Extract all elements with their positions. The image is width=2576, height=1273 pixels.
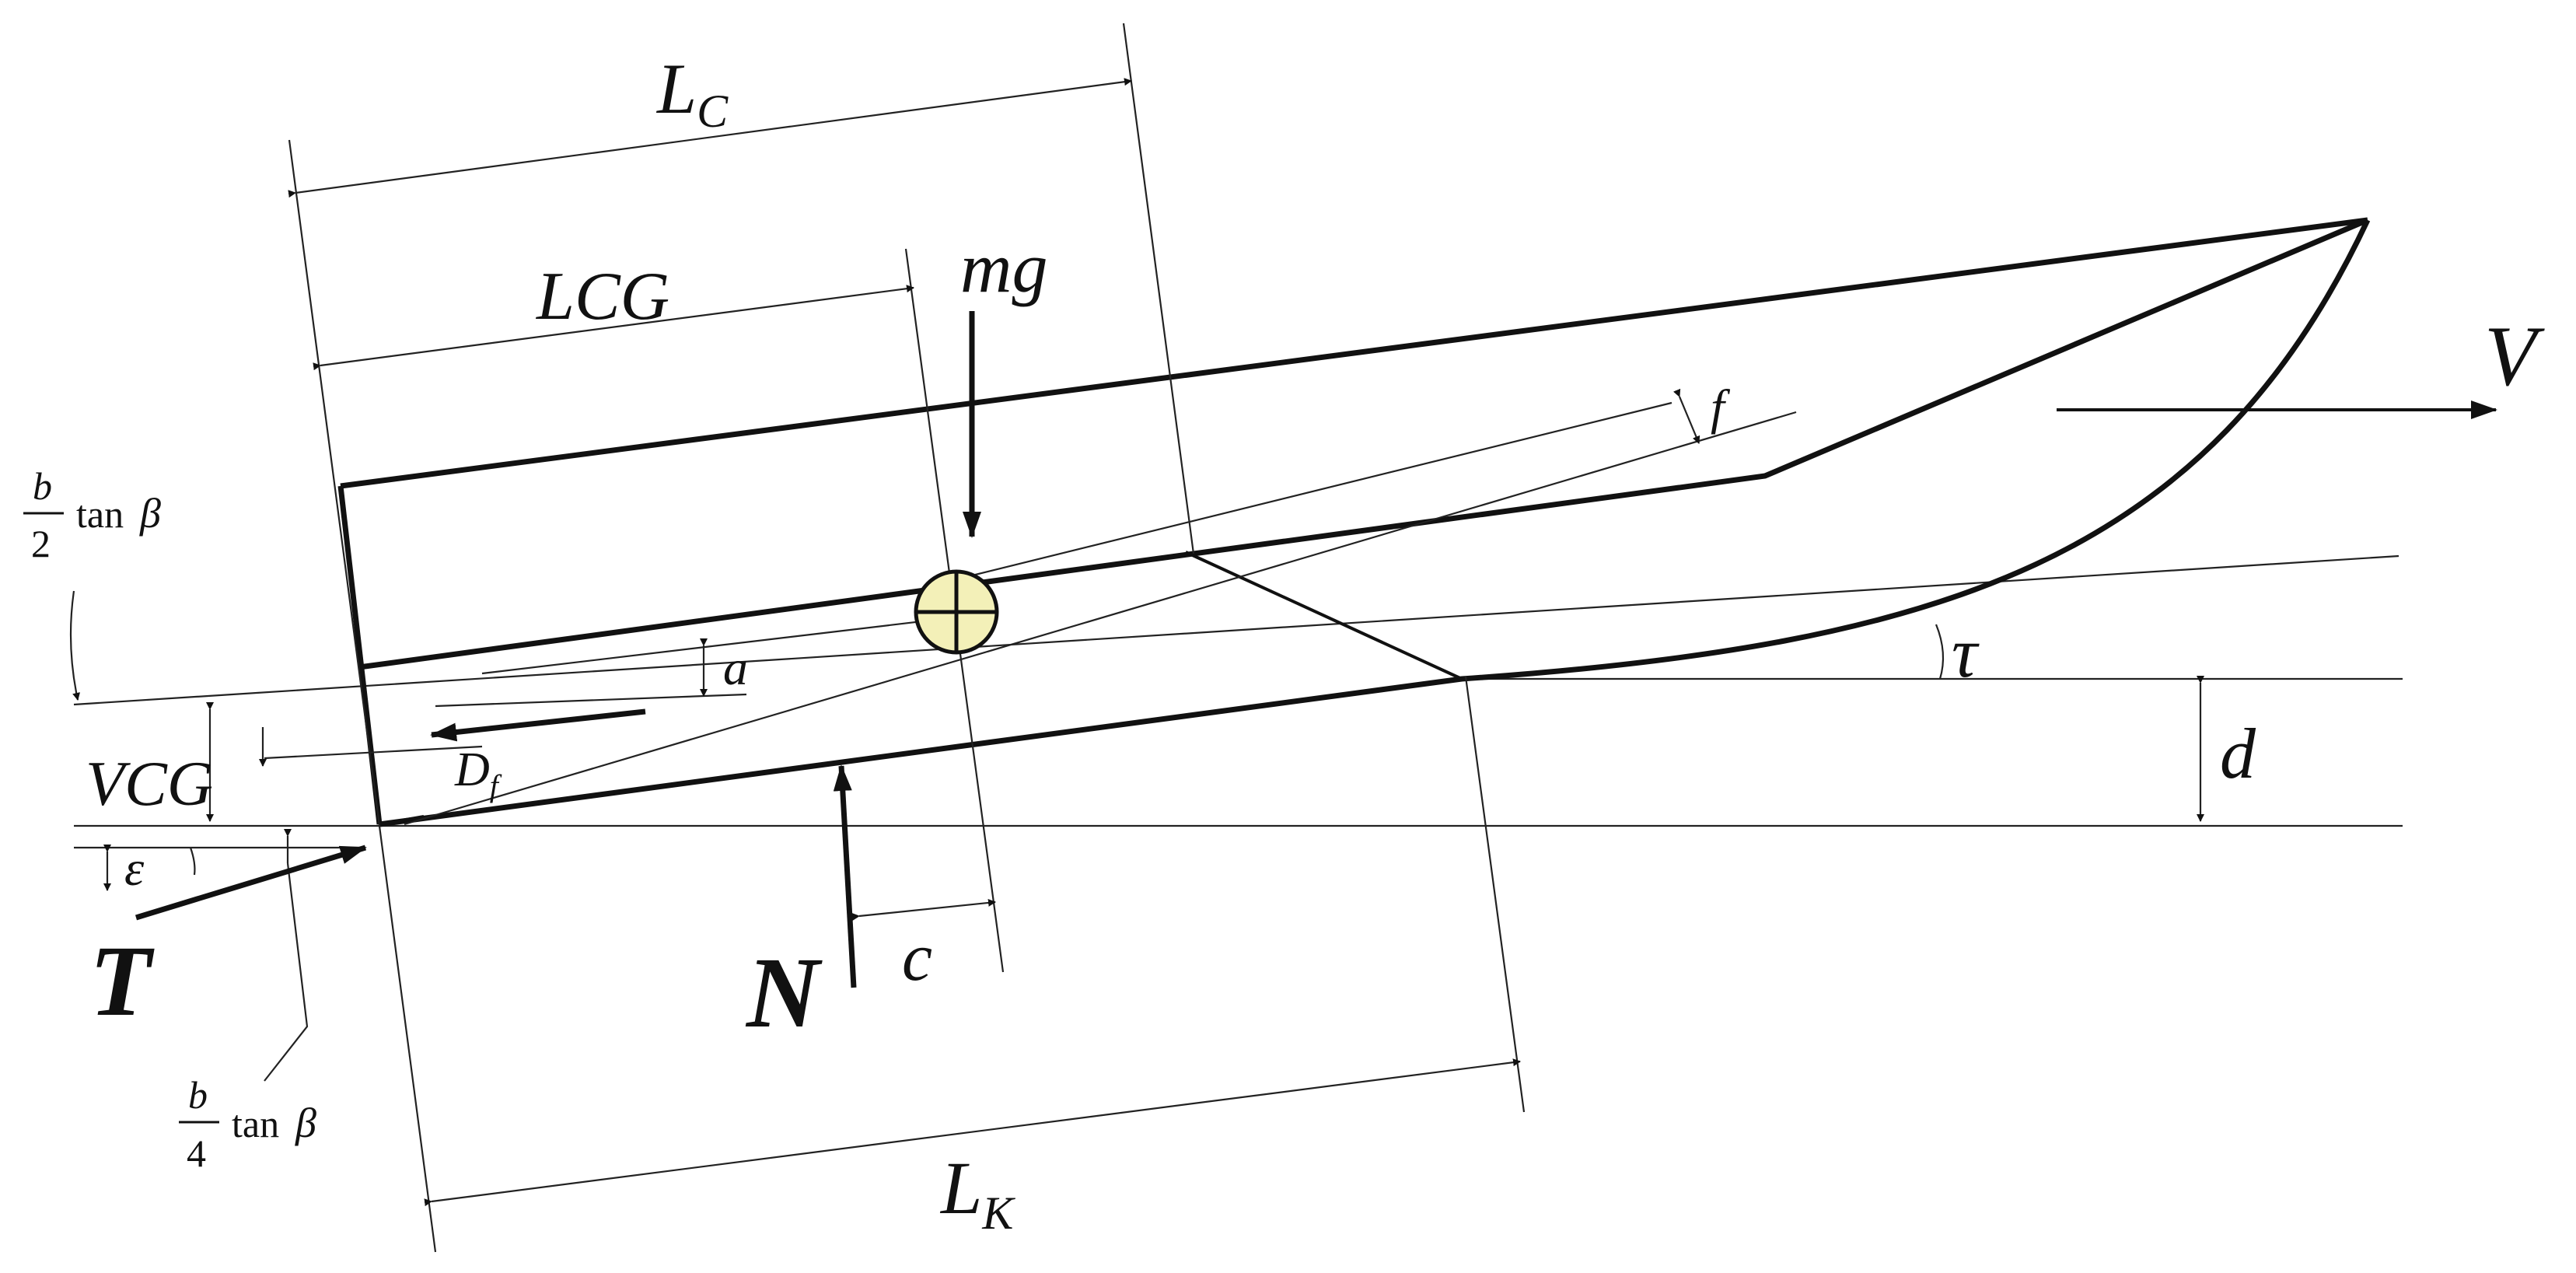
svg-text:4: 4 xyxy=(187,1131,206,1175)
df-reference-line xyxy=(264,745,483,760)
df-force-arrow xyxy=(430,708,646,742)
stern-extension-line xyxy=(288,139,437,1253)
lcg-dimension-arrow xyxy=(313,285,914,371)
tau-angle-arc xyxy=(1935,624,1945,680)
eps-label: ε xyxy=(124,841,145,896)
cg-symbol-icon xyxy=(914,569,999,655)
eps-angle-arc xyxy=(189,847,196,876)
lcg-axis-line xyxy=(404,411,1797,826)
c-dimension-arrow xyxy=(851,898,996,921)
upper-reference-line xyxy=(73,554,2399,706)
c-label: c xyxy=(902,920,932,995)
d-label: d xyxy=(2220,714,2256,793)
hull-bottom-aft-segment xyxy=(379,815,425,826)
v-label: V xyxy=(2484,309,2545,404)
b-quarter-tan-beta-label: b 4 tan β xyxy=(179,1073,316,1175)
a-offset-line-lower xyxy=(435,693,747,708)
lk-dimension-arrow xyxy=(424,1058,1521,1207)
mg-label: mg xyxy=(960,228,1047,307)
bhalf-leader-line xyxy=(69,590,81,701)
vcg-label: VCG xyxy=(86,748,213,819)
lc-label: LC xyxy=(655,49,729,137)
lk-extension-line xyxy=(1464,676,1526,1113)
svg-text:tan: tan xyxy=(76,492,124,536)
svg-text:b: b xyxy=(33,464,52,508)
hull-chine-line xyxy=(358,217,2369,670)
lc-dimension-arrow xyxy=(288,78,1132,198)
df-label: Df xyxy=(454,743,502,803)
n-force-arrow xyxy=(833,764,857,988)
wetted-intersection-line xyxy=(1185,551,1463,680)
t-label: T xyxy=(89,925,155,1037)
t-force-arrow xyxy=(135,845,367,921)
svg-text:β: β xyxy=(295,1100,316,1146)
f-offset-line xyxy=(956,401,1672,581)
bquarter-leader-line xyxy=(264,862,309,1082)
hull-stern-transom xyxy=(337,485,383,825)
svg-text:2: 2 xyxy=(31,522,51,565)
svg-text:tan: tan xyxy=(232,1102,279,1145)
f-label: f xyxy=(1711,379,1731,435)
svg-text:b: b xyxy=(188,1073,208,1117)
hull-keel-line xyxy=(379,219,2371,827)
lcg-label: LCG xyxy=(535,259,669,334)
n-label: N xyxy=(745,937,823,1049)
a-label: a xyxy=(723,640,748,695)
lc-extension-line xyxy=(1122,23,1195,554)
lk-label: LK xyxy=(939,1146,1015,1239)
hull-deck-line xyxy=(340,217,2368,489)
tau-label: τ xyxy=(1952,613,1980,692)
svg-text:β: β xyxy=(139,490,161,537)
a-offset-line xyxy=(481,614,969,675)
f-dimension-arrow xyxy=(1672,388,1700,444)
b-half-tan-beta-label: b 2 tan β xyxy=(23,464,161,565)
